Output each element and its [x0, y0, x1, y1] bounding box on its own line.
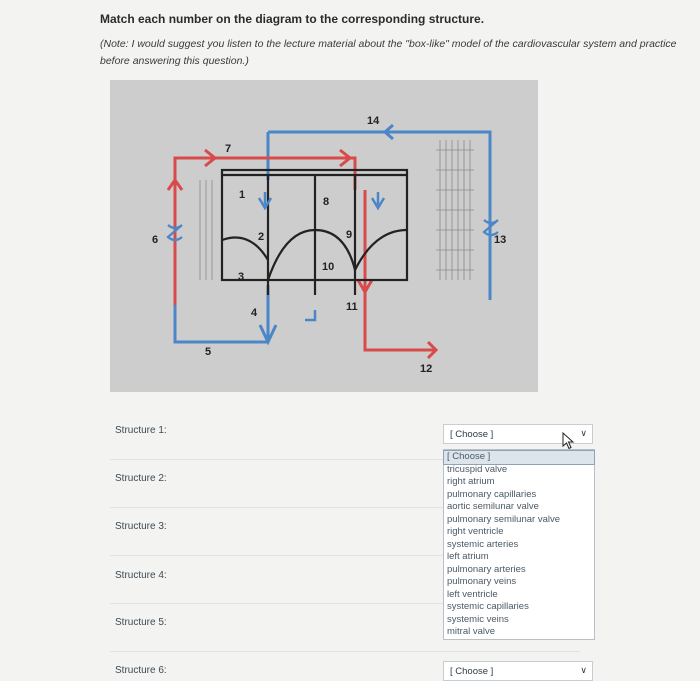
structure-3-label: Structure 3: — [115, 521, 167, 532]
pulmonary-capillary-grid — [436, 140, 474, 280]
diagram-label-13: 13 — [494, 234, 506, 246]
structure-1-select[interactable]: [ Choose ] ∨ — [443, 424, 593, 444]
structure-1-dropdown-list[interactable]: [ Choose ] tricuspid valve right atrium … — [443, 449, 595, 640]
diagram-label-14: 14 — [367, 115, 380, 127]
diagram-label-12: 12 — [420, 363, 432, 375]
structure-5-label: Structure 5: — [115, 617, 167, 628]
structure-1-label: Structure 1: — [115, 425, 167, 436]
row-divider — [110, 555, 580, 556]
structure-6-selected-value: [ Choose ] — [450, 666, 494, 677]
heart-diagram: 1 2 3 4 5 6 7 8 9 10 11 12 13 14 — [110, 80, 538, 392]
dropdown-option[interactable]: left ventricle — [447, 588, 498, 600]
diagram-label-2: 2 — [258, 231, 264, 243]
dropdown-option[interactable]: right ventricle — [447, 526, 504, 537]
diagram-label-10: 10 — [322, 261, 334, 273]
systemic-capillary-grid — [199, 180, 213, 280]
structure-4-label: Structure 4: — [115, 570, 167, 581]
diagram-label-3: 3 — [238, 271, 244, 283]
diagram-label-1: 1 — [239, 189, 245, 201]
diagram-label-9: 9 — [346, 229, 352, 241]
pulmonary-capillary-squiggle — [482, 219, 499, 237]
dropdown-option[interactable]: systemic veins — [447, 613, 509, 625]
row-divider — [110, 651, 580, 652]
structure-6-select[interactable]: [ Choose ] ∨ — [443, 661, 593, 681]
dropdown-option[interactable]: pulmonary veins — [447, 576, 517, 587]
diagram-label-7: 7 — [225, 143, 231, 155]
dropdown-option[interactable]: pulmonary semilunar valve — [447, 513, 560, 525]
systemic-capillary-squiggle — [166, 224, 183, 242]
structure-6-label: Structure 6: — [115, 665, 167, 676]
dropdown-option[interactable]: left atrium — [447, 551, 489, 562]
row-divider — [110, 459, 580, 460]
chevron-down-icon: ∨ — [580, 665, 587, 675]
diagram-label-4: 4 — [251, 307, 258, 319]
diagram-label-8: 8 — [323, 196, 329, 208]
dropdown-option[interactable]: aortic semilunar valve — [447, 501, 539, 512]
red-oxygenated-path — [166, 148, 439, 360]
chevron-down-icon: ∨ — [580, 428, 587, 438]
question-title: Match each number on the diagram to the … — [100, 12, 485, 26]
diagram-label-5: 5 — [205, 346, 211, 358]
dropdown-option[interactable]: pulmonary arteries — [447, 563, 526, 575]
question-note: (Note: I would suggest you listen to the… — [100, 38, 677, 67]
row-divider — [110, 603, 580, 604]
heart-chambers — [220, 168, 409, 295]
diagram-label-11: 11 — [346, 301, 358, 313]
dropdown-option[interactable]: pulmonary capillaries — [447, 488, 537, 500]
dropdown-option[interactable]: tricuspid valve — [447, 463, 508, 475]
diagram-label-6: 6 — [152, 234, 158, 246]
row-divider — [110, 507, 580, 508]
blue-deoxygenated-path — [173, 123, 492, 346]
dropdown-option[interactable]: systemic arteries — [447, 538, 519, 550]
structure-1-selected-value: [ Choose ] — [450, 429, 494, 440]
dropdown-option[interactable]: systemic capillaries — [447, 601, 529, 612]
internal-flow-arrows — [257, 192, 386, 322]
structure-2-label: Structure 2: — [115, 473, 167, 484]
dropdown-option[interactable]: right atrium — [447, 476, 495, 487]
pointer-cursor-icon — [562, 432, 575, 450]
dropdown-option[interactable]: [ Choose ] — [443, 450, 595, 465]
box-model-svg: 1 2 3 4 5 6 7 8 9 10 11 12 13 14 — [152, 115, 506, 375]
dropdown-option[interactable]: mitral valve — [447, 626, 496, 637]
